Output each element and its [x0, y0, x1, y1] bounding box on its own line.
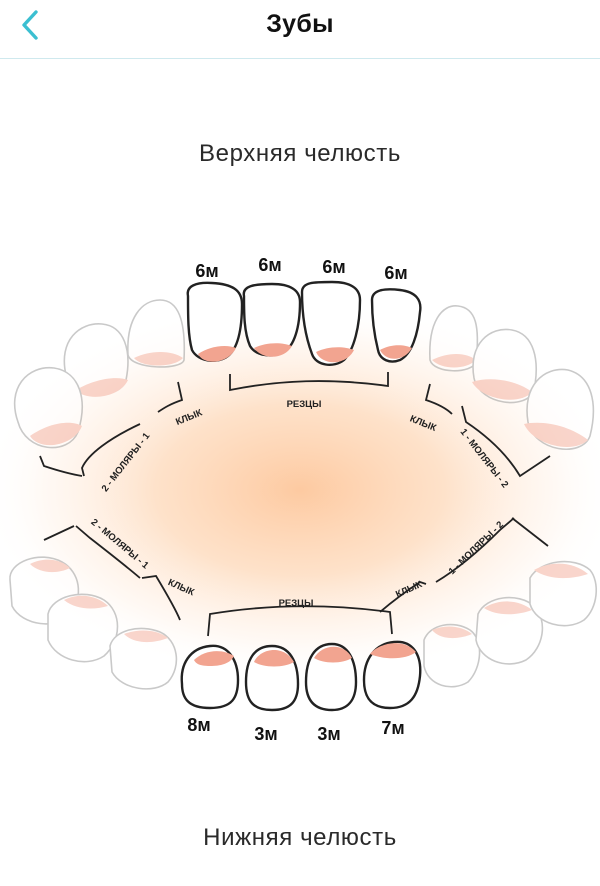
lower-canine-right-tooth: [423, 623, 481, 688]
upper-brackets: [39, 372, 551, 478]
back-button[interactable]: [12, 6, 52, 46]
lower-tooth-label-1: 8м: [187, 715, 210, 735]
upper-faded-teeth-right: [429, 305, 595, 450]
lower-molar-right-1-tooth: [475, 596, 544, 665]
upper-canine-left-bracket: [157, 381, 184, 413]
lower-incisors-bracket: [207, 605, 393, 637]
lower-faded-teeth-left: [9, 556, 178, 690]
lower-canine-left-tooth: [109, 627, 178, 690]
lower-molar-right-2-tooth: [529, 560, 597, 627]
teeth-diagram: 6м 6м 6м 6м РЕЗЦЫ КЛЫК КЛЫК 2 - МОЛЯРЫ -…: [0, 200, 600, 760]
upper-incisors-label: РЕЗЦЫ: [287, 399, 322, 410]
upper-incisors-bracket: [229, 372, 389, 392]
upper-molar-left-1-tooth: [63, 323, 129, 397]
app-header: Зубы: [0, 0, 600, 59]
lower-molar-left-2-tooth: [9, 556, 80, 625]
upper-incisor-1-tooth: [186, 281, 244, 362]
lower-incisors-label: РЕЗЦЫ: [279, 598, 314, 609]
upper-tooth-label-3: 6м: [322, 257, 345, 277]
lower-incisor-4-tooth: [362, 640, 422, 710]
lower-canine-right-bracket: [379, 581, 427, 613]
lower-incisors: [180, 640, 422, 712]
upper-incisor-3-tooth: [300, 280, 362, 366]
teeth-diagram-svg: 6м 6м 6м 6м РЕЗЦЫ КЛЫК КЛЫК 2 - МОЛЯРЫ -…: [0, 255, 600, 744]
upper-tooth-label-1: 6м: [195, 261, 218, 281]
lower-faded-teeth-right: [423, 560, 597, 688]
lower-molars-right-bracket: [435, 517, 549, 583]
upper-tooth-label-4: 6м: [384, 263, 407, 283]
lower-incisor-1-tooth: [180, 644, 240, 710]
upper-incisors: [186, 280, 422, 366]
lower-brackets: [43, 517, 549, 637]
upper-molar-right-1-tooth: [472, 328, 537, 404]
lower-jaw-title: Нижняя челюсть: [203, 824, 397, 851]
upper-jaw-title: Верхняя челюсть: [199, 140, 401, 167]
upper-faded-teeth-left: [13, 299, 186, 449]
lower-molar-left-1-tooth: [47, 593, 119, 663]
lower-canine-left-bracket: [141, 575, 181, 621]
upper-molar-right-2-tooth: [524, 368, 595, 450]
lower-tooth-label-3: 3м: [317, 724, 340, 744]
page-title: Зубы: [266, 10, 334, 38]
upper-molars-left-bracket: [39, 423, 141, 477]
lower-incisor-3-tooth: [304, 642, 358, 712]
upper-canine-left-tooth: [127, 299, 186, 368]
chevron-left-icon: [22, 10, 38, 40]
lower-incisor-2-tooth: [244, 644, 300, 712]
upper-canine-right-bracket: [424, 383, 453, 415]
upper-molars-right-bracket: [461, 405, 551, 478]
lower-tooth-label-2: 3м: [254, 724, 277, 744]
lower-tooth-label-4: 7м: [381, 718, 404, 738]
upper-tooth-label-2: 6м: [258, 255, 281, 275]
upper-molar-left-2-tooth: [13, 367, 83, 449]
upper-incisor-2-tooth: [242, 282, 302, 357]
mouth-glow: [0, 300, 600, 680]
lower-molars-left-bracket: [43, 525, 141, 579]
upper-canine-right-tooth: [429, 305, 479, 372]
upper-incisor-4-tooth: [370, 288, 422, 363]
